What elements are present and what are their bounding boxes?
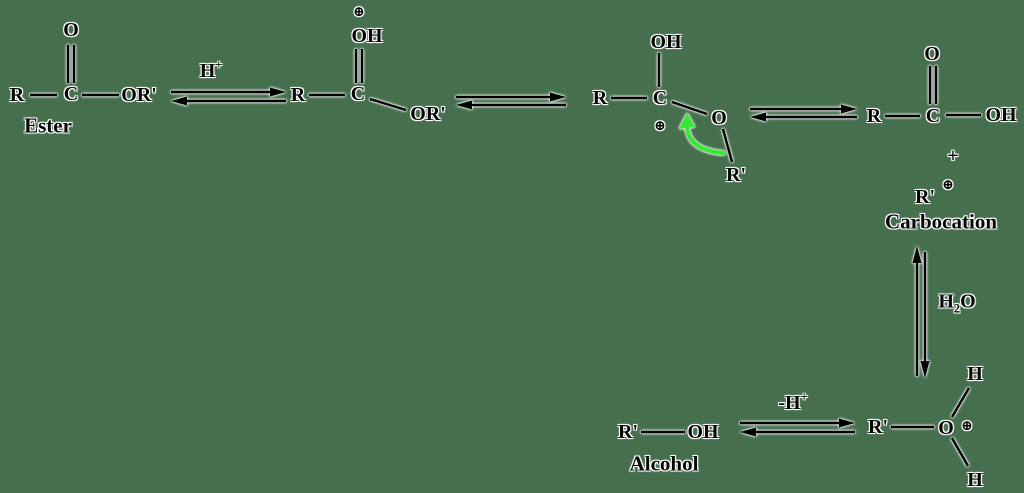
acid-carbonyl-o-label: O [924, 43, 940, 65]
minus-h-plus-arrow-label: -H+ [778, 391, 807, 413]
minus-h-sup: + [800, 390, 808, 405]
protonated-alcohol-h-top-label: H [967, 363, 983, 385]
ester-r-label: R [9, 84, 25, 106]
oxocarbenium-bonds [611, 53, 734, 163]
h2o-sub: 2 [953, 301, 961, 316]
alcohol-oh-label: OH [687, 421, 719, 443]
h-plus-arrow-label: H+ [200, 59, 223, 81]
intermediate-r-prime-label: R' [726, 164, 746, 186]
protonated-ester-bonds [309, 49, 407, 112]
alcohol-caption: Alcohol [629, 451, 699, 476]
protonated-ester-oh-label: OH [351, 25, 383, 47]
equilibrium-arrow-step4-vertical [912, 246, 930, 378]
h2o-tail: O [960, 290, 976, 313]
acid-oh-label: OH [985, 104, 1017, 126]
acid-r-label: R [866, 105, 882, 127]
protonated-alcohol-r-prime-label: R' [868, 416, 888, 438]
acid-c-label: C [925, 105, 941, 127]
intermediate-r-label: R [592, 87, 608, 109]
protonated-ester-r-label: R [290, 84, 306, 106]
carboxylic-acid-bonds [885, 66, 981, 118]
alcohol-r-prime-label: R' [618, 421, 638, 443]
plus-sign: + [947, 145, 959, 167]
equilibrium-arrow-step3 [750, 104, 857, 122]
protonated-alcohol-o-label: O [938, 417, 954, 439]
h-plus-base: H [199, 59, 216, 82]
curved-arrow-icon [679, 113, 726, 156]
protonated-ester-charge-icon: ⊕ [353, 5, 365, 20]
ester-c-label: C [63, 83, 79, 105]
protonated-alcohol-bonds [891, 387, 971, 467]
protonated-alcohol-h-bottom-label: H [967, 469, 983, 491]
minus-h-base: -H [778, 391, 801, 414]
carbocation-r-prime-label: R' [915, 186, 935, 208]
carbocation-charge-icon: ⊕ [942, 178, 954, 193]
equilibrium-arrow-step2 [456, 92, 566, 110]
intermediate-c-label: C [652, 87, 668, 109]
ester-caption: Ester [24, 113, 72, 138]
equilibrium-arrow-step1 [171, 87, 286, 106]
h-plus-sup: + [215, 58, 223, 73]
h2o-arrow-label: H2O [938, 291, 975, 314]
intermediate-oh-label: OH [650, 31, 682, 53]
intermediate-o-label: O [711, 107, 727, 129]
protonated-alcohol-charge-icon: ⊕ [961, 419, 973, 434]
equilibrium-arrow-step5 [740, 418, 855, 437]
ester-bonds [30, 45, 119, 97]
intermediate-charge-icon: ⊕ [654, 119, 666, 134]
protonated-ester-or-group-label: OR' [410, 103, 446, 125]
ester-or-group-label: OR' [121, 84, 157, 106]
carbocation-caption: Carbocation [885, 209, 997, 234]
protonated-ester-c-label: C [350, 83, 366, 105]
ester-carbonyl-o-label: O [63, 19, 79, 41]
h2o-base: H [938, 290, 954, 313]
